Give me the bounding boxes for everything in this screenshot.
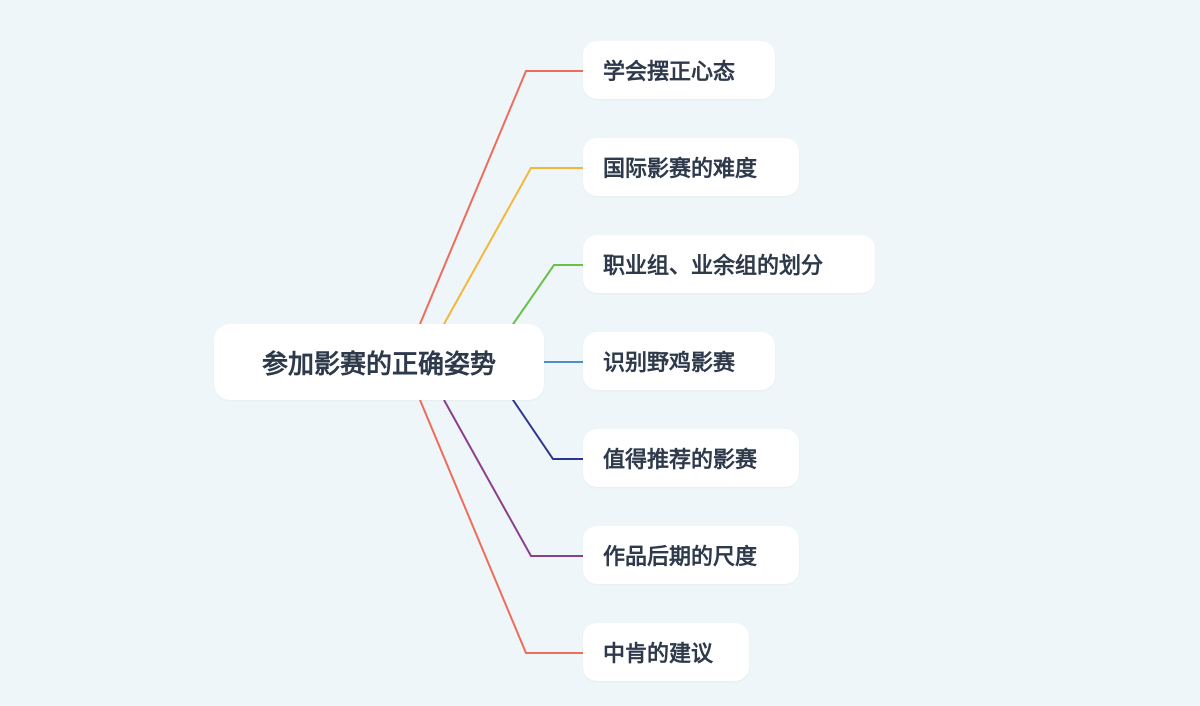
child-node[interactable]: 识别野鸡影赛: [583, 332, 775, 390]
branch-line: [508, 393, 583, 460]
child-node[interactable]: 职业组、业余组的划分: [583, 235, 875, 293]
child-label: 值得推荐的影赛: [603, 448, 758, 473]
child-node[interactable]: 中肯的建议: [583, 623, 749, 681]
child-label: 中肯的建议: [603, 642, 714, 667]
child-label: 学会摆正心态: [603, 60, 736, 85]
branch-line: [419, 70, 583, 325]
child-label: 识别野鸡影赛: [603, 351, 736, 376]
child-label: 作品后期的尺度: [603, 545, 758, 570]
child-node[interactable]: 学会摆正心态: [583, 41, 775, 99]
child-node[interactable]: 国际影赛的难度: [583, 138, 799, 196]
branch-line: [419, 399, 583, 654]
child-node[interactable]: 值得推荐的影赛: [583, 429, 799, 487]
root-node[interactable]: 参加影赛的正确姿势: [214, 324, 544, 400]
branch-line: [443, 399, 583, 557]
child-label: 国际影赛的难度: [603, 157, 758, 182]
branch-line: [508, 264, 583, 331]
root-label: 参加影赛的正确姿势: [261, 349, 496, 380]
child-node[interactable]: 作品后期的尺度: [583, 526, 799, 584]
child-label: 职业组、业余组的划分: [603, 254, 824, 279]
branch-line: [443, 167, 583, 325]
